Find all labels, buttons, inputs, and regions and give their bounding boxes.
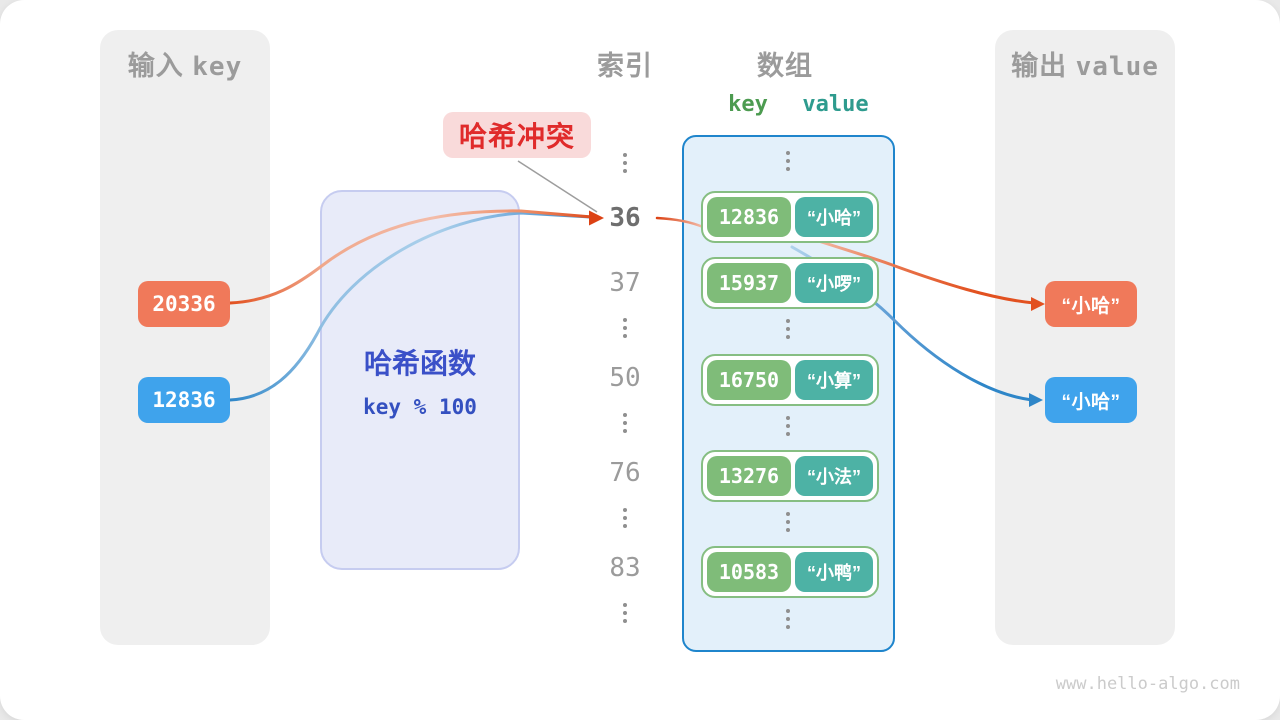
row-key: 10583 <box>707 552 791 592</box>
collision-pointer-line <box>517 160 598 213</box>
index-ellipsis <box>595 413 655 433</box>
input-title-cjk: 输入 <box>127 51 184 81</box>
key-header: key <box>728 92 768 117</box>
hash-collision-label: 哈希冲突 <box>443 112 591 158</box>
array-row: 13276 “小法” <box>701 450 879 502</box>
index-83: 83 <box>609 553 641 583</box>
output-value-blue: “小哈” <box>1045 377 1137 423</box>
index-column-title: 索引 <box>597 51 653 81</box>
array-ellipsis <box>758 416 818 436</box>
output-title-latin: value <box>1075 52 1159 82</box>
array-ellipsis <box>758 512 818 532</box>
array-ellipsis <box>758 319 818 339</box>
row-key: 12836 <box>707 197 791 237</box>
index-76: 76 <box>609 458 641 488</box>
row-value: “小啰” <box>795 263 873 303</box>
input-panel <box>100 30 270 645</box>
watermark: www.hello-algo.com <box>1055 674 1240 694</box>
array-row: 10583 “小鸭” <box>701 546 879 598</box>
row-key: 15937 <box>707 263 791 303</box>
index-ellipsis <box>595 603 655 623</box>
array-ellipsis <box>758 151 818 171</box>
output-panel <box>995 30 1175 645</box>
index-50: 50 <box>609 363 641 393</box>
hash-function-formula: key % 100 <box>363 395 477 419</box>
array-row: 16750 “小算” <box>701 354 879 406</box>
index-36: 36 <box>609 203 641 233</box>
input-key-20336: 20336 <box>138 281 230 327</box>
row-key: 13276 <box>707 456 791 496</box>
value-header: value <box>802 92 869 117</box>
output-value-orange: “小哈” <box>1045 281 1137 327</box>
row-key: 16750 <box>707 360 791 400</box>
input-title-latin: key <box>192 52 243 82</box>
index-ellipsis <box>595 153 655 173</box>
input-key-12836: 12836 <box>138 377 230 423</box>
array-title: 数组 <box>757 51 813 81</box>
index-37: 37 <box>609 268 641 298</box>
array-ellipsis <box>758 609 818 629</box>
array-row: 12836 “小哈” <box>701 191 879 243</box>
array-row: 15937 “小啰” <box>701 257 879 309</box>
index-ellipsis <box>595 508 655 528</box>
index-ellipsis <box>595 318 655 338</box>
row-value: “小鸭” <box>795 552 873 592</box>
output-panel-title: 输出 value <box>995 44 1175 83</box>
output-title-cjk: 输出 <box>1011 51 1068 81</box>
input-panel-title: 输入 key <box>100 44 270 83</box>
hash-function-title: 哈希函数 <box>363 348 476 379</box>
row-value: “小哈” <box>795 197 873 237</box>
row-value: “小法” <box>795 456 873 496</box>
row-value: “小算” <box>795 360 873 400</box>
